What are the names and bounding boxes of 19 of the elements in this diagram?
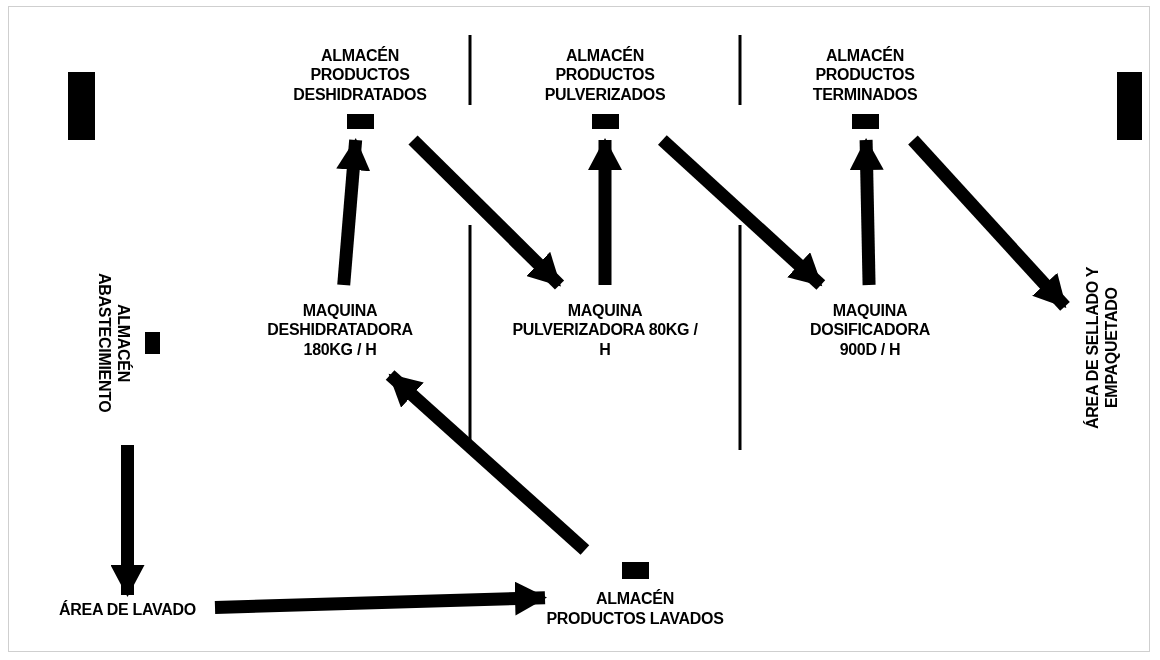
flow-arrow	[336, 138, 371, 286]
flow-arrow	[849, 138, 884, 286]
flow-arrow	[385, 370, 590, 555]
flow-arrow	[110, 445, 145, 597]
area-label: ALMACÉN PRODUCTOS DESHIDRATADOS	[292, 46, 428, 104]
area-label: ÁREA DE SELLADO Y EMPAQUETADO	[1083, 265, 1122, 431]
area-label: MAQUINA PULVERIZADORA 80KG / H	[511, 301, 699, 359]
area-label: ALMACÉN ABASTECIMIENTO	[95, 271, 134, 415]
area-label: ALMACÉN PRODUCTOS PULVERIZADOS	[543, 46, 667, 104]
area-label: MAQUINA DESHIDRATADORA 180KG / H	[266, 301, 414, 359]
flow-arrow	[408, 135, 565, 290]
area-label: ALMACÉN PRODUCTOS LAVADOS	[545, 589, 725, 628]
flow-arrow	[588, 138, 622, 285]
flow-arrow	[214, 581, 547, 616]
flow-arrow	[658, 135, 826, 290]
area-label: MAQUINA DOSIFICADORA 900D / H	[809, 301, 931, 359]
flow-arrow	[908, 135, 1070, 311]
area-label: ALMACÉN PRODUCTOS TERMINADOS	[811, 46, 919, 104]
area-label: ÁREA DE LAVADO	[59, 600, 196, 620]
